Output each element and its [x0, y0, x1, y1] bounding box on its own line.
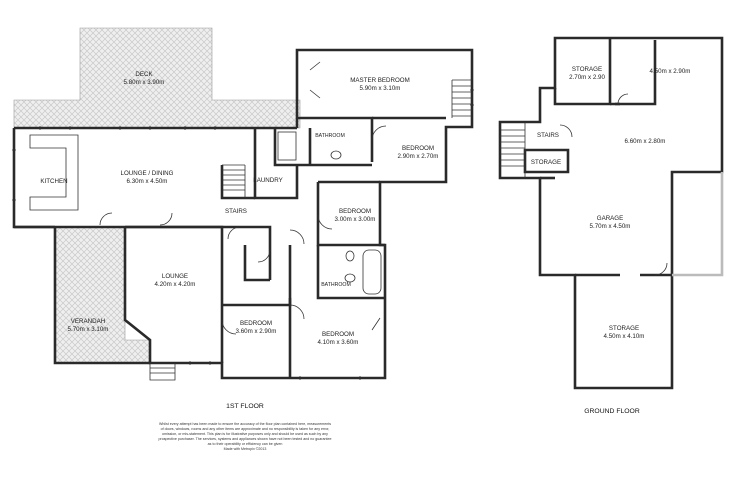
- ground-stairs-label: STAIRS: [537, 132, 559, 139]
- stairs-label: STAIRS: [225, 208, 247, 215]
- verandah-area: [54, 226, 151, 364]
- disclaimer-line-3: omission, or mis-statement. This plan is…: [162, 432, 328, 436]
- deck-size: 5.80m x 3.90m: [124, 79, 165, 86]
- ground-door-swings: [559, 93, 668, 276]
- garage-grey-outline: [672, 172, 724, 277]
- verandah-wall: [53, 227, 150, 365]
- master-bedroom-label: MASTER BEDROOM: [350, 77, 409, 84]
- disclaimer-line-5: as to their operability or efficiency ca…: [208, 442, 283, 446]
- lounge-label: LOUNGE: [162, 273, 188, 280]
- ground-floor-caption: GROUND FLOOR: [584, 408, 640, 415]
- closet-wall: [243, 245, 270, 282]
- lounge-dining-label: LOUNGE / DINING: [121, 170, 174, 177]
- master-bedroom-size: 5.90m x 3.10m: [360, 85, 401, 92]
- bedroom-d-label: BEDROOM: [322, 331, 354, 338]
- disclaimer-line-6: Made with Metropix ©2013: [224, 447, 267, 451]
- shower-icon: [277, 131, 297, 161]
- bedroom-a-size: 2.90m x 2.70m: [398, 153, 439, 160]
- door-swings: [99, 61, 387, 335]
- storage2-label: STORAGE: [531, 159, 561, 166]
- bedroom-b-size: 3.00m x 3.00m: [335, 216, 376, 223]
- verandah-size: 5.70m x 3.10m: [68, 326, 109, 333]
- ground-floor-outer-wall: [498, 36, 724, 390]
- basin-icon: [344, 273, 356, 283]
- bathroom1-wall: [273, 128, 372, 167]
- bathroom1-label: BATHROOM: [315, 133, 345, 139]
- verandah-label: VERANDAH: [71, 318, 105, 325]
- laundry-wall: [253, 128, 299, 200]
- garage-size: 5.70m x 4.50m: [590, 223, 631, 230]
- storage1-size: 2.70m x 2.90: [569, 74, 605, 81]
- bedroom-c-size: 3.60m x 2.90m: [236, 328, 277, 335]
- lounge-size: 4.20m x 4.20m: [155, 281, 196, 288]
- ground-stairs-treads: [500, 122, 526, 178]
- toilet2-icon: [330, 150, 342, 160]
- deck-label: DECK: [135, 71, 153, 78]
- disclaimer-line-1: Whilst every attempt has been made to en…: [159, 422, 331, 426]
- garage-label: GARAGE: [597, 215, 623, 222]
- disclaimer: Whilst every attempt has been made to en…: [159, 422, 332, 451]
- storage1-label: STORAGE: [572, 66, 602, 73]
- front-steps: [149, 363, 176, 381]
- bathtub: [362, 249, 382, 295]
- first-floor-plan: DECK 5.80m x 3.90m MASTER BEDROOM 5.90m …: [12, 27, 474, 410]
- laundry-label: LAUNDRY: [253, 177, 282, 184]
- bedroom-d-size: 4.10m x 3.60m: [318, 339, 359, 346]
- stairs-wall: [220, 165, 255, 200]
- storage3-label: STORAGE: [609, 325, 639, 332]
- lounge-dining-lower-wall: [14, 225, 272, 280]
- bedroom-a-label: BEDROOM: [402, 145, 434, 152]
- unnamed1-wall: [610, 40, 657, 106]
- ground-floor-plan: STORAGE 2.70m x 2.90 4.50m x 2.90m STAIR…: [498, 36, 724, 415]
- unnamed2-size: 6.60m x 2.80m: [625, 138, 666, 145]
- lounge-dining-size: 6.30m x 4.50m: [127, 178, 168, 185]
- kitchen-bench: [29, 134, 79, 211]
- deck-area: [13, 27, 301, 129]
- disclaimer-line-2: of doors, windows, rooms and any other i…: [161, 427, 330, 431]
- bathroom2-wall: [316, 245, 385, 300]
- master-lower-wall: [297, 116, 374, 162]
- kitchen-label: KITCHEN: [40, 178, 67, 185]
- stairs-treads: [222, 164, 246, 198]
- bedroom-c-label: BEDROOM: [240, 320, 272, 327]
- bathroom2-label: BATHROOM: [321, 282, 351, 288]
- bedroom-b-label: BEDROOM: [339, 208, 371, 215]
- toilet-icon: [345, 250, 355, 262]
- disclaimer-line-4: prospective purchaser. The services, sys…: [159, 437, 332, 441]
- window-marks: [12, 89, 474, 380]
- storage3-size: 4.50m x 4.10m: [604, 333, 645, 340]
- hall-wall: [222, 245, 292, 307]
- master-stairs: [451, 79, 472, 118]
- unnamed1-size: 4.50m x 2.90m: [650, 68, 691, 75]
- first-floor-caption: 1ST FLOOR: [226, 403, 264, 410]
